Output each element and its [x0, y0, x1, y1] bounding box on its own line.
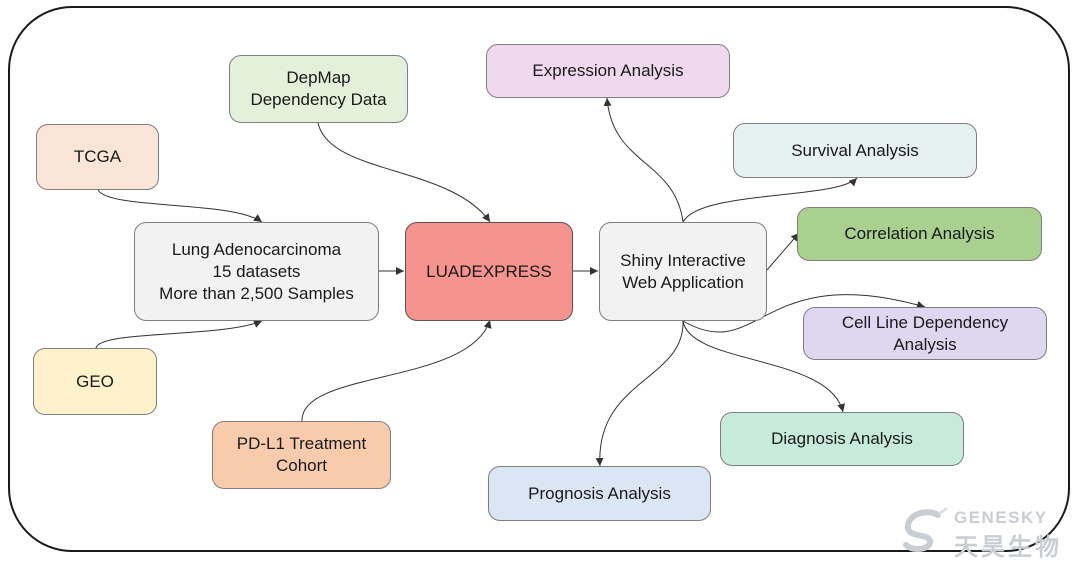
arrow-shiny-to-survival: [682, 177, 858, 223]
arrow-depmap-to-luadexpress: [317, 122, 491, 223]
pdl1-node: PD-L1 Treatment Cohort: [212, 421, 391, 489]
correlation-analysis-node: Correlation Analysis: [797, 207, 1042, 261]
lung-adenocarcinoma-node: Lung Adenocarcinoma 15 datasets More tha…: [134, 222, 379, 321]
genesky-logo-icon: [903, 507, 948, 553]
expression-analysis-node: Expression Analysis: [486, 44, 730, 98]
watermark-chinese: 天昊生物: [954, 534, 1062, 561]
survival-analysis-node: Survival Analysis: [733, 123, 977, 178]
arrow-tcga-to-lung: [97, 189, 263, 223]
watermark-english: GENESKY: [954, 508, 1048, 527]
geo-node: GEO: [33, 348, 157, 415]
tcga-node: TCGA: [36, 124, 159, 190]
shiny-app-node: Shiny Interactive Web Application: [599, 222, 767, 321]
watermark: GENESKY 天昊生物: [900, 505, 1075, 561]
arrow-shiny-to-expression: [603, 97, 684, 223]
arrow-shiny-to-correlation: [766, 232, 800, 271]
prognosis-analysis-node: Prognosis Analysis: [488, 466, 711, 521]
diagnosis-analysis-node: Diagnosis Analysis: [720, 412, 964, 466]
luadexpress-node: LUADEXPRESS: [405, 222, 573, 321]
arrow-shiny-to-cell-line: [682, 294, 926, 333]
arrow-shiny-to-diagnosis: [682, 320, 846, 413]
cell-line-dependency-node: Cell Line Dependency Analysis: [803, 307, 1047, 360]
depmap-node: DepMap Dependency Data: [229, 55, 408, 123]
arrow-geo-to-lung: [95, 320, 263, 349]
arrow-shiny-to-prognosis: [595, 320, 684, 467]
arrow-pdl1-to-luadexpress: [301, 319, 492, 422]
